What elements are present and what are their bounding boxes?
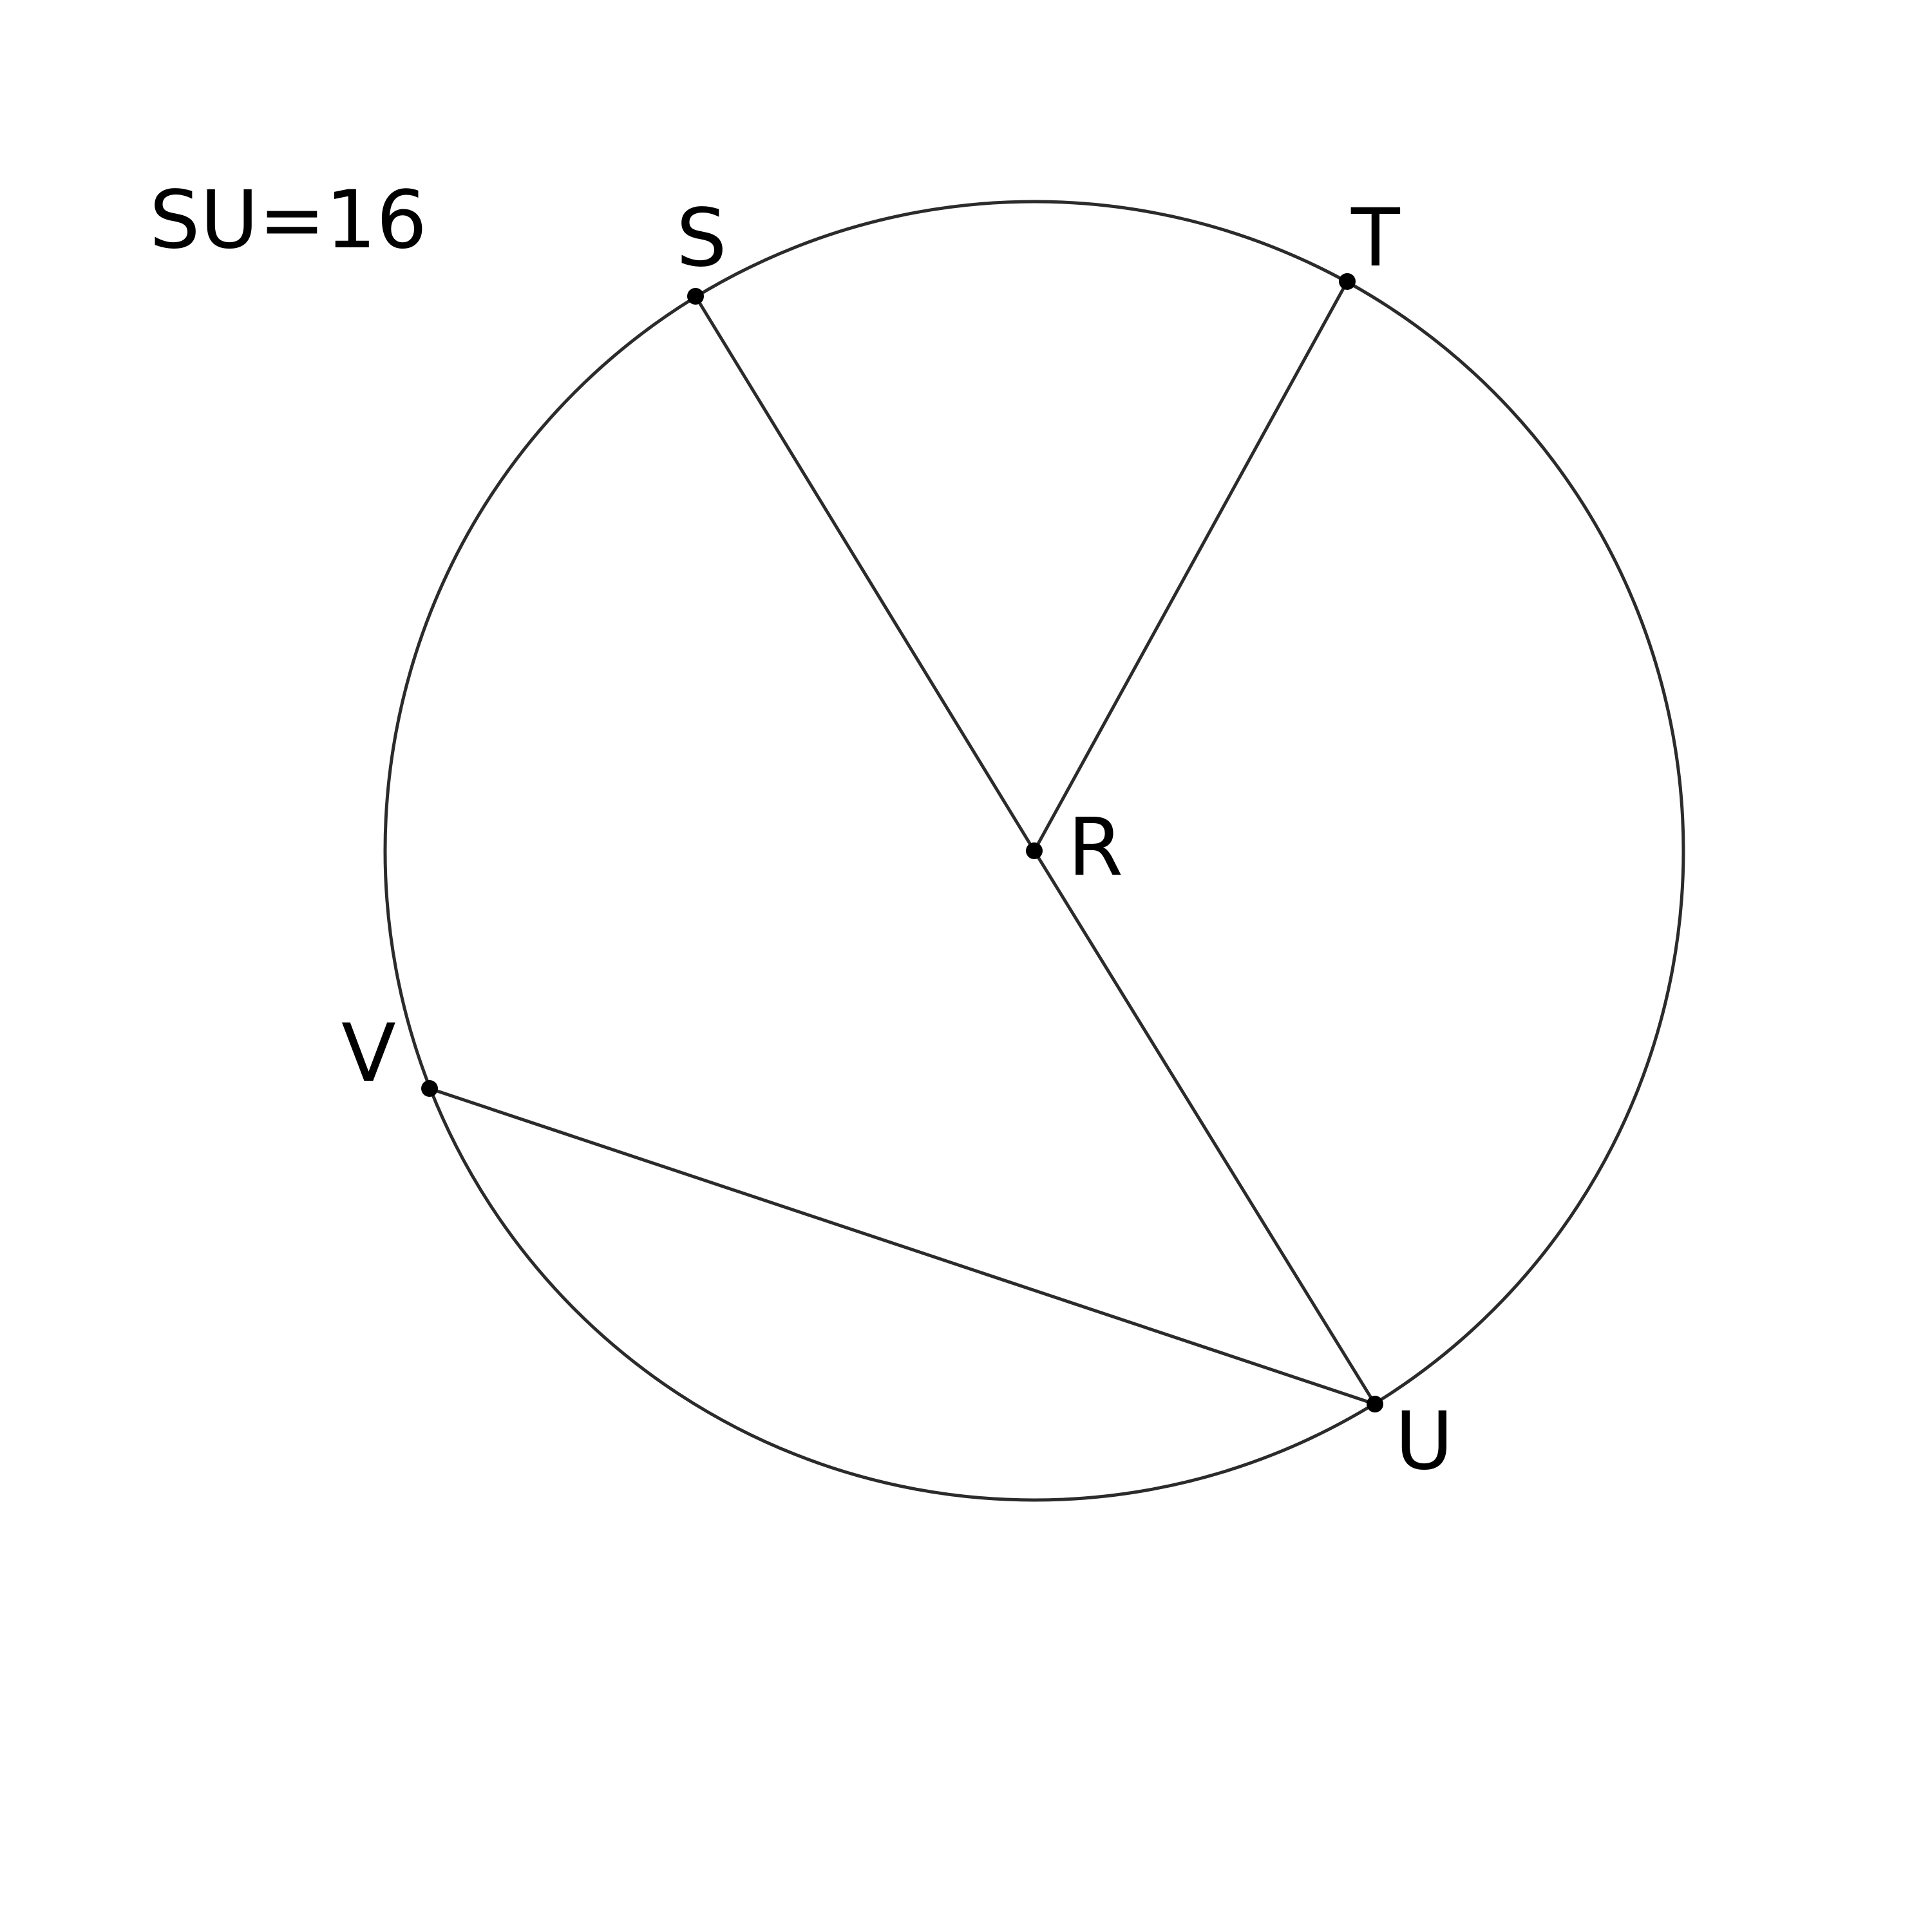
label-u: U bbox=[1395, 1395, 1454, 1488]
given-measure: SU=16 bbox=[149, 174, 427, 267]
label-v: V bbox=[341, 1007, 396, 1100]
segment-rt bbox=[1032, 280, 1349, 852]
segment-ru bbox=[1032, 850, 1377, 1405]
point-r bbox=[1026, 842, 1043, 859]
point-u bbox=[1367, 1396, 1383, 1412]
segment-vu bbox=[429, 1087, 1376, 1406]
point-t bbox=[1339, 273, 1356, 290]
point-v bbox=[421, 1080, 438, 1097]
circle-r bbox=[383, 200, 1685, 1502]
label-s: S bbox=[676, 192, 727, 285]
label-r: R bbox=[1068, 801, 1123, 894]
segment-sr bbox=[694, 295, 1036, 852]
point-s bbox=[687, 288, 704, 305]
label-t: T bbox=[1350, 192, 1401, 285]
